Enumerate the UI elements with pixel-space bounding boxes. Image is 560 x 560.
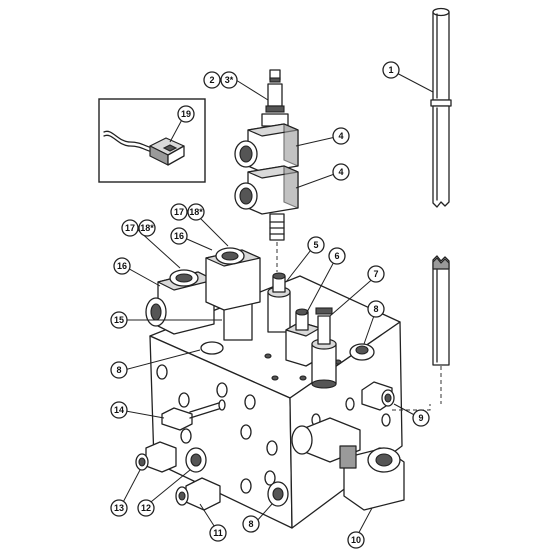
callout-8-bottom: 8 <box>242 515 260 533</box>
callout-15: 15 <box>110 311 128 329</box>
callout-label: 18* <box>140 223 154 233</box>
callout-19: 19 <box>177 105 195 123</box>
callout-label: 19 <box>181 109 191 119</box>
callout-label: 12 <box>141 503 151 513</box>
callout-label: 4 <box>338 167 343 177</box>
callout-11: 11 <box>209 524 227 542</box>
callout-label: 1 <box>388 65 393 75</box>
callout-label: 2 <box>209 75 214 85</box>
callout-label: 8 <box>248 519 253 529</box>
pressure-valve-7 <box>311 307 337 389</box>
fitting-13 <box>135 441 177 473</box>
callout-17-left: 17 <box>121 219 139 237</box>
callout-18-right: 18* <box>187 203 205 221</box>
solenoid-coil-16a <box>145 269 215 335</box>
callout-13: 13 <box>110 499 128 517</box>
callout-label: 7 <box>373 269 378 279</box>
plug-8-front <box>267 481 289 507</box>
callout-label: 17 <box>174 207 184 217</box>
callout-1: 1 <box>382 61 400 79</box>
callout-label: 6 <box>334 251 339 261</box>
callout-12: 12 <box>137 499 155 517</box>
callout-label: 3* <box>225 75 234 85</box>
callout-18-left: 18* <box>138 219 156 237</box>
plug-8-top <box>349 343 375 361</box>
solenoid-stack <box>234 69 299 272</box>
callout-label: 8 <box>116 365 121 375</box>
callout-17-right: 17 <box>170 203 188 221</box>
callout-label: 14 <box>114 405 124 415</box>
control-handle <box>430 7 452 404</box>
callout-label: 15 <box>114 315 124 325</box>
callout-4-lower: 4 <box>332 163 350 181</box>
callout-label: 16 <box>174 231 184 241</box>
callout-8-right: 8 <box>367 300 385 318</box>
side-fitting <box>361 381 395 411</box>
callout-label: 4 <box>338 131 343 141</box>
callout-label: 9 <box>418 413 423 423</box>
callout-10: 10 <box>347 531 365 549</box>
callout-16-left: 16 <box>113 257 131 275</box>
callout-label: 5 <box>313 240 318 250</box>
callout-label: 18* <box>189 207 203 217</box>
plug-12 <box>185 447 207 473</box>
solenoid-coil-16b <box>205 247 261 311</box>
pivot-bracket <box>291 404 431 511</box>
callout-label: 8 <box>373 304 378 314</box>
callout-label: 17 <box>125 223 135 233</box>
callout-3: 3* <box>220 71 238 89</box>
callout-16-right: 16 <box>170 227 188 245</box>
callout-6: 6 <box>328 247 346 265</box>
callout-label: 11 <box>213 528 223 538</box>
fitting-11 <box>175 477 221 511</box>
callout-label: 13 <box>114 503 124 513</box>
pressure-valve-5 <box>267 272 291 333</box>
callout-7: 7 <box>367 265 385 283</box>
callout-4-upper: 4 <box>332 127 350 145</box>
callout-8-left: 8 <box>110 361 128 379</box>
fitting-14 <box>161 399 226 431</box>
callout-2: 2 <box>203 71 221 89</box>
callout-5: 5 <box>307 236 325 254</box>
callout-label: 10 <box>351 535 361 545</box>
callout-label: 16 <box>117 261 127 271</box>
callout-9: 9 <box>412 409 430 427</box>
callout-14: 14 <box>110 401 128 419</box>
